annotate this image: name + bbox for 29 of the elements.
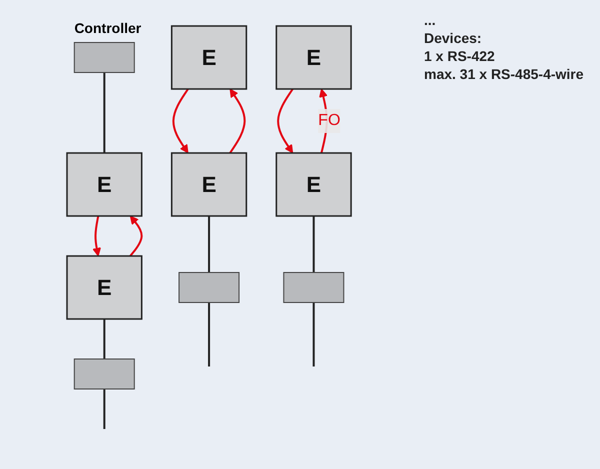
connector <box>312 302 315 366</box>
arrow <box>229 88 246 154</box>
node-box: E <box>170 24 248 90</box>
node-box: E <box>276 152 352 216</box>
node-box: E <box>276 24 352 90</box>
node-box: E <box>66 254 142 320</box>
node-picture <box>283 272 344 302</box>
connector <box>103 318 106 358</box>
arrow <box>319 88 328 153</box>
node-caption: Controller <box>74 20 142 36</box>
note-text: max. 31 x RS-485-4-wire <box>424 66 585 82</box>
arrow <box>129 215 143 256</box>
node-picture <box>74 42 135 72</box>
node-picture <box>178 272 240 302</box>
arrow <box>277 88 294 153</box>
connector <box>103 388 106 428</box>
connector <box>208 216 210 272</box>
node-box: E <box>66 152 142 216</box>
edge-label: FO <box>318 112 340 128</box>
connector <box>312 216 315 272</box>
connector <box>208 302 210 366</box>
arrow <box>172 88 189 153</box>
arrow <box>92 215 101 256</box>
note-text: Devices: <box>424 30 483 46</box>
connector <box>103 72 106 152</box>
node-box: E <box>170 152 248 216</box>
note-text: 1 x RS-422 <box>424 48 496 64</box>
note-text: ... <box>424 12 437 28</box>
node-picture <box>74 358 135 389</box>
